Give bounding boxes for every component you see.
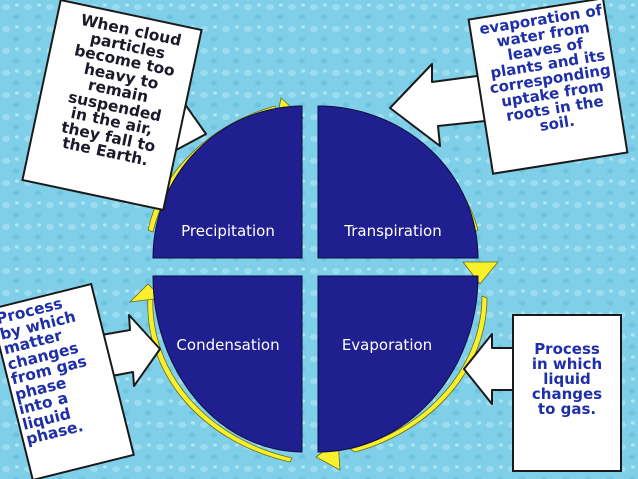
callout-text-transpiration: evaporation of water from leaves of plan… (478, 1, 612, 136)
callout-box-transpiration (467, 0, 629, 175)
arrowhead-2 (462, 261, 499, 285)
quadrant-label-evaporation: Evaporation (341, 336, 433, 354)
quadrant-evaporation (317, 275, 479, 453)
callout-text-precipitation: When cloud particles become too heavy to… (59, 10, 183, 170)
callout-box-condensation (0, 282, 135, 479)
quadrant-precipitation (152, 105, 303, 259)
quadrant-transpiration (317, 105, 479, 259)
quadrant-label-precipitation: Precipitation (181, 222, 275, 240)
cycle-quadrants (152, 105, 479, 453)
quadrant-label-transpiration: Transpiration (344, 222, 442, 240)
callout-box-evaporation (512, 314, 622, 472)
quadrant-label-condensation: Condensation (176, 336, 280, 354)
callout-text-evaporation: Process in which liquid changes to gas. (531, 340, 603, 418)
quadrant-condensation (152, 275, 303, 453)
callout-box-precipitation (21, 0, 203, 212)
